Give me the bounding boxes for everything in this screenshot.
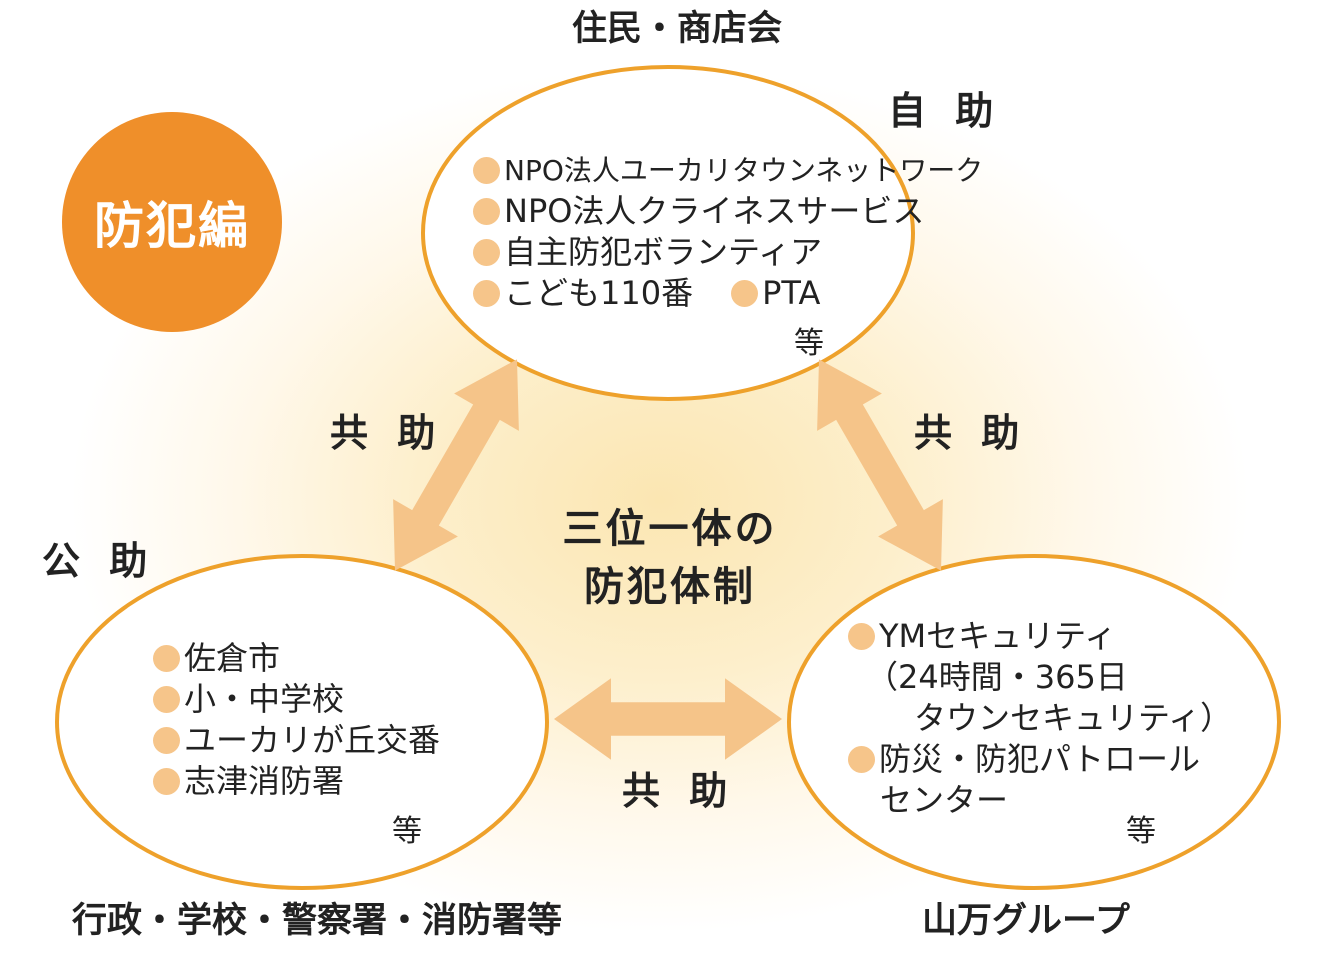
- center-title: 三位一体の 防犯体制: [520, 500, 820, 616]
- list-item-detail: （24時間・365日: [866, 658, 1128, 696]
- yamaman-etc: 等: [1126, 814, 1156, 849]
- center-title-line1: 三位一体の: [562, 506, 778, 552]
- list-item: NPO法人クライネスサービス: [473, 191, 983, 232]
- list-item-label: PTA: [762, 274, 821, 312]
- bullet-dot-icon: [473, 239, 500, 266]
- mutual-help-label-right: 共 助: [914, 411, 1028, 455]
- mutual-help-label-left: 共 助: [330, 411, 444, 455]
- list-item-label: こども110番: [504, 274, 694, 312]
- list-item: PTA: [731, 273, 820, 314]
- list-item: 志津消防署: [153, 761, 440, 802]
- bullet-dot-icon: [153, 768, 180, 795]
- list-item: こども110番 PTA: [473, 273, 983, 314]
- residents-label: 住民・商店会: [572, 9, 783, 49]
- list-item: ユーカリが丘交番: [153, 720, 440, 761]
- bullet-dot-icon: [731, 280, 759, 307]
- public-help-ellipse: [55, 554, 549, 890]
- public-help-label: 公 助: [42, 539, 156, 583]
- bullet-dot-icon: [153, 727, 180, 754]
- arrow-top-left: [393, 359, 519, 571]
- center-title-line2: 防犯体制: [584, 564, 756, 610]
- bullet-dot-icon: [473, 280, 500, 307]
- list-item-label: 自主防犯ボランティア: [504, 233, 823, 271]
- bullet-dot-icon: [153, 645, 180, 672]
- yamaman-list: YMセキュリティ （24時間・365日 タウンセキュリティ） 防災・防犯パトロー…: [848, 616, 1232, 821]
- arrow-top-right: [817, 359, 943, 571]
- list-item: 小・中学校: [153, 679, 440, 720]
- government-label: 行政・学校・警察署・消防署等: [72, 901, 563, 941]
- list-item: YMセキュリティ: [848, 616, 1232, 657]
- public-help-list: 佐倉市 小・中学校 ユーカリが丘交番 志津消防署: [153, 638, 440, 802]
- bullet-dot-icon: [848, 746, 875, 773]
- list-item-label: NPO法人クライネスサービス: [504, 192, 925, 230]
- self-help-list: NPO法人ユーカリタウンネットワーク NPO法人クライネスサービス 自主防犯ボラ…: [473, 150, 983, 314]
- bullet-dot-icon: [473, 198, 500, 225]
- list-item: 自主防犯ボランティア: [473, 232, 983, 273]
- mutual-help-label-bottom: 共 助: [622, 769, 736, 813]
- bullet-dot-icon: [473, 157, 500, 184]
- bullet-dot-icon: [153, 686, 180, 713]
- yamaman-group-label: 山万グループ: [922, 901, 1130, 941]
- self-help-ellipse: [421, 65, 915, 401]
- list-item: 防災・防犯パトロール: [848, 739, 1232, 780]
- list-item-label: 小・中学校: [184, 680, 345, 718]
- self-help-label: 自 助: [888, 89, 1002, 133]
- list-item-label: YMセキュリティ: [879, 617, 1117, 655]
- list-item: NPO法人ユーカリタウンネットワーク: [473, 150, 983, 191]
- yamaman-ellipse: [787, 554, 1281, 890]
- public-help-etc: 等: [392, 814, 422, 849]
- list-item-label: ユーカリが丘交番: [184, 721, 441, 759]
- list-item: 佐倉市: [153, 638, 440, 679]
- list-item-label: 佐倉市: [184, 639, 281, 677]
- list-item-label: 防災・防犯パトロール: [879, 740, 1200, 778]
- bullet-dot-icon: [848, 623, 875, 650]
- self-help-etc: 等: [794, 326, 824, 361]
- list-item-detail: タウンセキュリティ）: [914, 699, 1233, 737]
- crime-prevention-badge: 防犯編: [62, 112, 282, 332]
- list-item-label: NPO法人ユーカリタウンネットワーク: [504, 154, 984, 187]
- list-item-label: 志津消防署: [184, 762, 345, 800]
- arrow-bottom: [554, 678, 782, 760]
- list-item-detail: センター: [880, 781, 1009, 819]
